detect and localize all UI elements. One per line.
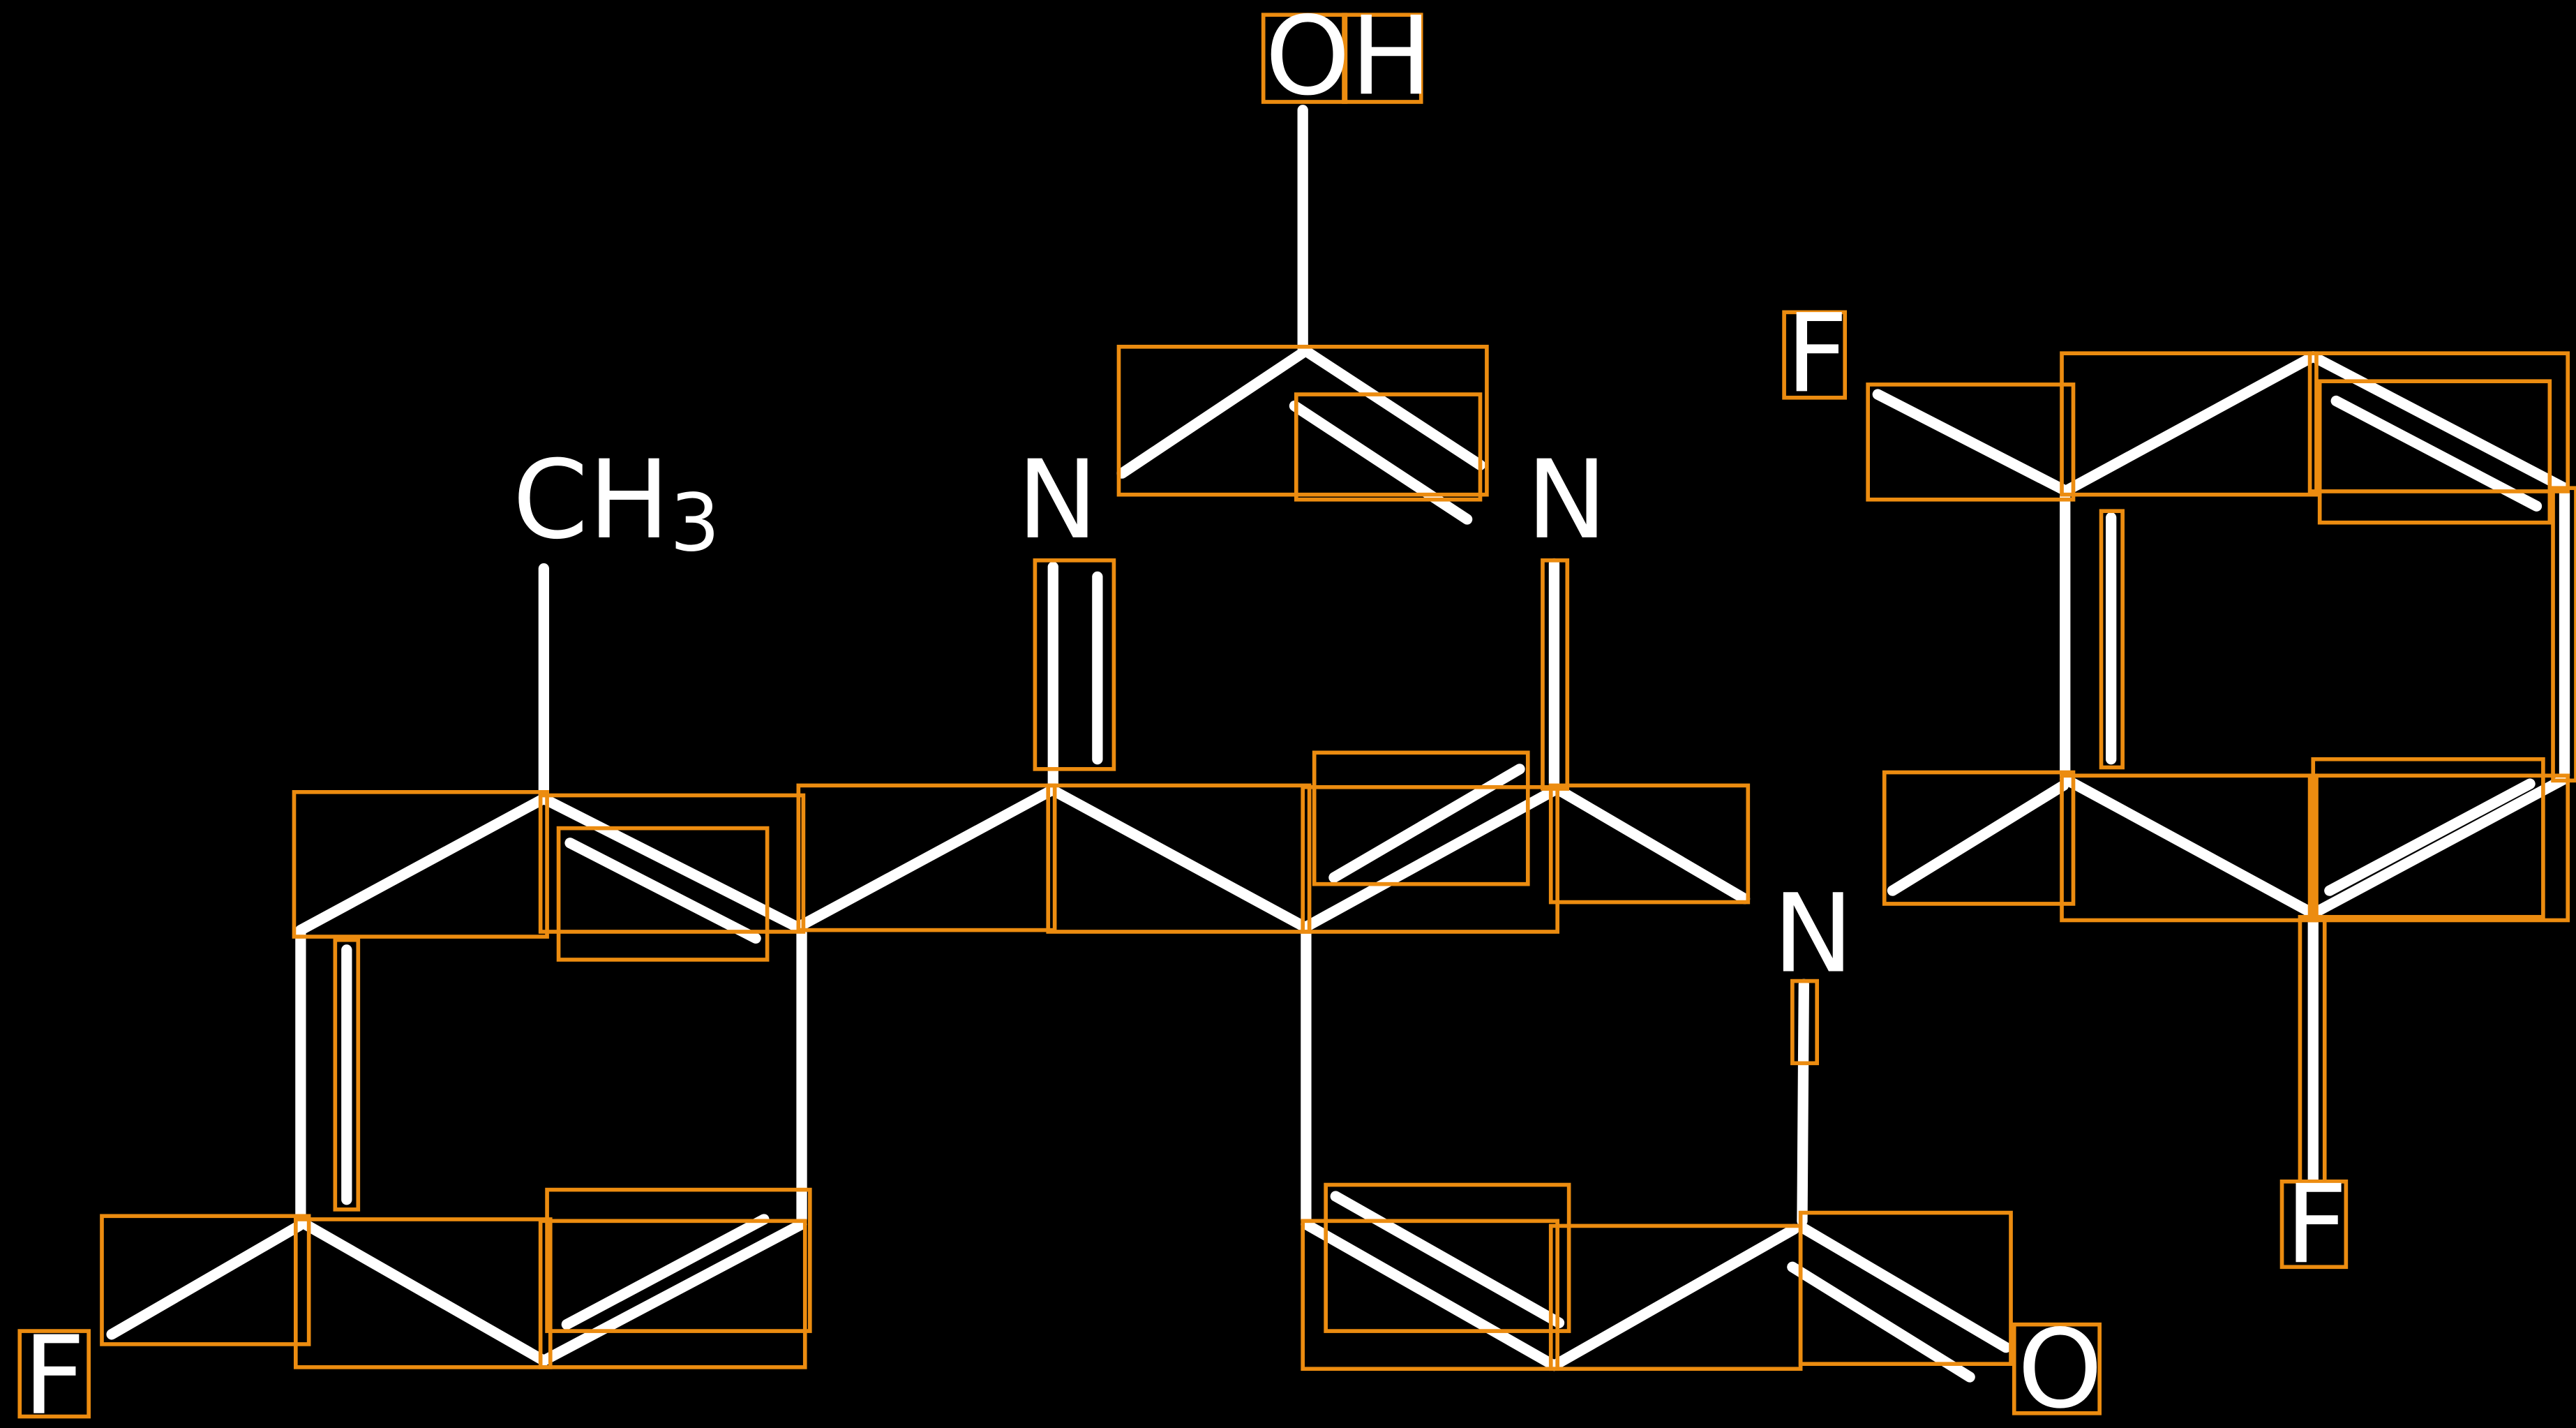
annotation-box xyxy=(17,1329,91,1419)
annotation-box xyxy=(2307,773,2570,923)
atom-label-fluorine-bottom-left: F xyxy=(23,1313,85,1428)
bond-layer xyxy=(106,105,2570,1383)
annotation-box xyxy=(1782,310,1848,400)
bond-line xyxy=(538,1219,807,1367)
bond-line xyxy=(106,1220,305,1340)
atom-label-fluorine-bottom-right: F xyxy=(2285,1161,2347,1288)
annotation-box xyxy=(1866,382,2076,502)
bond-line xyxy=(1887,780,2069,896)
bond-line xyxy=(2307,773,2570,919)
bond-line xyxy=(1301,1219,1560,1371)
annotation-box xyxy=(1294,392,1483,502)
annotation-box xyxy=(2060,351,2319,497)
bond-line xyxy=(1797,1222,2012,1353)
annotation-box xyxy=(2298,914,2327,1186)
annotation-box xyxy=(2311,757,2545,919)
bond-line xyxy=(1303,348,1486,470)
bond-line xyxy=(1548,1224,1799,1371)
annotation-box xyxy=(2551,486,2576,783)
annotation-box xyxy=(294,1217,553,1369)
annotation-box xyxy=(1116,344,1489,497)
annotation-box xyxy=(2060,773,2319,923)
annotation-box xyxy=(538,1219,807,1369)
annotation-box xyxy=(1342,13,1423,104)
annotation-box xyxy=(333,937,361,1212)
bond-line xyxy=(1047,784,1310,932)
annotation-box xyxy=(538,793,806,934)
annotation-box xyxy=(2099,509,2125,770)
atom-label-imine-nitrogen-left: N xyxy=(1017,437,1098,563)
bond-line xyxy=(2060,351,2319,497)
bond-line xyxy=(2060,773,2319,919)
annotation-box xyxy=(1548,783,1751,905)
annotation-box xyxy=(545,1187,812,1333)
bond-line xyxy=(1330,1191,1565,1328)
bond-line xyxy=(1872,389,2069,496)
atom-label-methyl: CH3 xyxy=(513,437,720,570)
annotation-box xyxy=(1301,1219,1559,1371)
bond-line xyxy=(564,838,761,944)
annotation-box xyxy=(292,790,549,939)
bond-line xyxy=(538,793,806,934)
annotation-box xyxy=(796,783,1057,932)
bond-line xyxy=(561,1214,770,1330)
annotation-box xyxy=(1324,1182,1571,1333)
annotation-box-layer xyxy=(17,13,2576,1419)
bond-line xyxy=(297,1217,550,1367)
bond-line xyxy=(2324,778,2536,896)
bond-line xyxy=(1797,979,1809,1226)
annotation-box xyxy=(1046,783,1312,934)
atom-label-fluorine-top-right: F xyxy=(1785,290,1848,417)
annotation-box xyxy=(1312,750,1530,886)
bond-line xyxy=(1301,784,1560,932)
bond-line xyxy=(295,793,550,936)
atom-label-hydroxyl: OH xyxy=(1265,0,1432,119)
annotation-box xyxy=(2012,1322,2102,1415)
atom-label-imine-nitrogen-right: N xyxy=(1526,437,1607,563)
bond-line xyxy=(1289,400,1473,525)
bond-line xyxy=(1557,787,1751,905)
bond-line xyxy=(1116,346,1310,479)
annotation-box xyxy=(1301,784,1559,934)
annotation-box xyxy=(556,826,770,962)
atom-label-carbonyl-oxygen: O xyxy=(2017,1306,2102,1428)
annotation-box xyxy=(1882,770,2076,906)
bond-line xyxy=(2307,351,2570,493)
annotation-box xyxy=(100,1214,311,1346)
bond-line xyxy=(796,784,1057,931)
annotation-box xyxy=(1798,1210,2013,1367)
atom-label-ring-nitrogen: N xyxy=(1773,870,1854,997)
annotation-box xyxy=(2317,379,2552,525)
bond-line xyxy=(1787,1261,1975,1383)
annotation-box xyxy=(1033,558,1116,771)
bond-line xyxy=(2330,395,2543,512)
annotation-box xyxy=(2307,351,2570,493)
annotation-box xyxy=(1790,979,1820,1066)
